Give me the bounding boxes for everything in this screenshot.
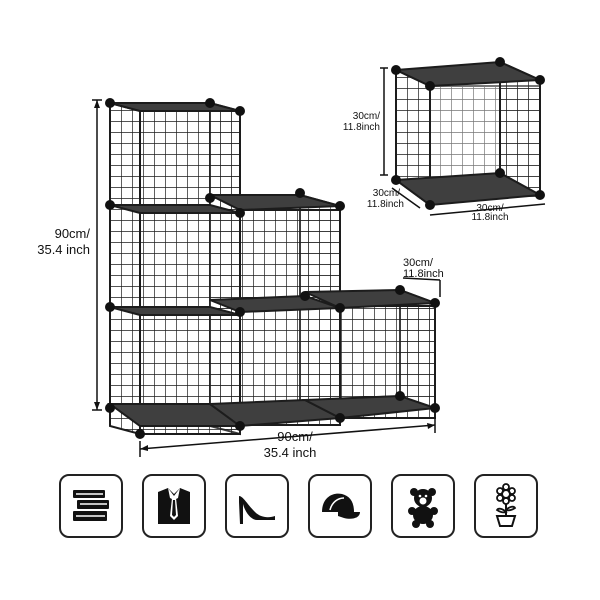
usage-clothing [142,474,206,538]
detail-height-inch: 11.8inch [343,122,380,133]
width-dimension: 90cm/ 35.4 inch [139,417,436,460]
cap-icon [322,493,360,519]
usage-shoes [225,474,289,538]
usage-hats [308,474,372,538]
depth-label-inch: 11.8inch [403,268,444,280]
depth-dimension: 30cm/ 11.8inch [402,257,444,297]
usage-toys [391,474,455,538]
depth-label-cm: 30cm/ [403,257,434,269]
column-middle [207,193,344,428]
height-dimension: 90cm/ 35.4 inch [37,99,102,411]
teddy-bear-icon [408,488,438,528]
detail-width-inch: 11.8inch [471,212,508,223]
shirt-tie-icon [158,488,190,524]
connectors [105,98,440,439]
usage-plants [474,474,538,538]
detail-width-cm: 30cm/ [476,203,503,214]
column-left [106,101,244,436]
potted-flower-icon [495,483,517,527]
detail-depth-cm: 30cm/ [373,188,400,199]
books-icon [73,490,109,521]
height-label-inch: 35.4 inch [37,242,90,257]
high-heel-icon [239,496,275,524]
main-cube-organizer [105,98,440,439]
single-cube-detail: 30cm/ 11.8inch 30cm/ 11.8inch 30cm/ 11.8… [343,57,546,223]
height-label-cm: 90cm/ [55,226,91,241]
width-label-inch: 35.4 inch [264,445,317,460]
width-label-cm: 90cm/ [277,429,313,444]
detail-depth-inch: 11.8inch [367,199,404,210]
usage-books [59,474,123,538]
detail-height-cm: 30cm/ [353,111,380,122]
